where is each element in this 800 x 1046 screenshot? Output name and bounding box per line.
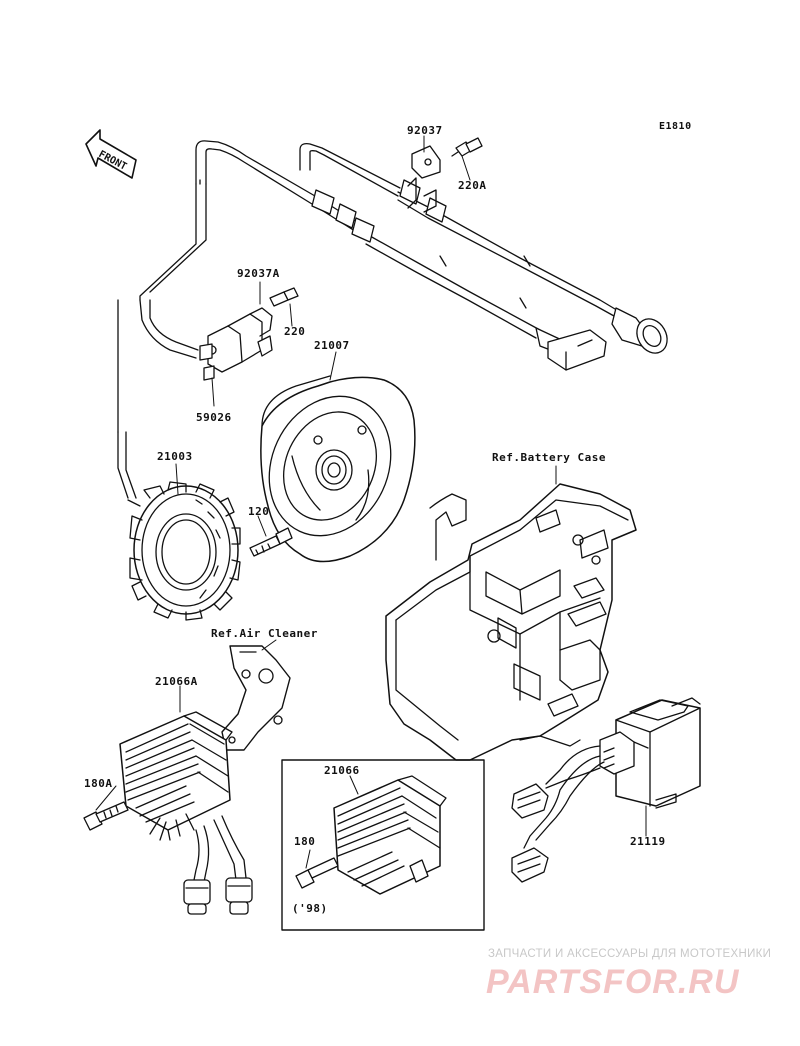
label-220: 220 xyxy=(284,325,306,338)
watermark-logo: PARTSFOR.RU xyxy=(486,963,740,1001)
label-120: 120 xyxy=(248,505,270,518)
leader-lines xyxy=(95,135,647,869)
regulator-21066A-leads xyxy=(183,815,253,915)
regulator-wiring xyxy=(511,745,605,883)
bolt-220 xyxy=(269,287,299,307)
coupler-connector xyxy=(535,327,607,371)
label-180A: 180A xyxy=(84,777,113,790)
label-59026: 59026 xyxy=(196,411,232,424)
label-21066: 21066 xyxy=(324,764,360,777)
label-98: ('98) xyxy=(292,902,328,915)
clamp-92037A xyxy=(199,307,273,381)
label-21066A: 21066A xyxy=(155,675,198,688)
label-220A: 220A xyxy=(458,179,487,192)
air-cleaner-bracket xyxy=(221,645,291,751)
label-92037A: 92037A xyxy=(237,267,280,280)
bolt-180A xyxy=(83,801,129,831)
bolt-120 xyxy=(249,527,293,557)
variant-98-inset xyxy=(281,759,485,931)
label-ref-air-cleaner: Ref.Air Cleaner xyxy=(211,627,318,640)
regulator-21066A xyxy=(119,711,233,841)
label-21003: 21003 xyxy=(157,450,193,463)
diagram-code: E1810 xyxy=(659,121,692,132)
regulator-21119 xyxy=(599,697,701,809)
wire-harness xyxy=(195,140,621,339)
stator-21003 xyxy=(127,481,241,621)
bolt-220A xyxy=(451,137,483,157)
round-connector xyxy=(611,307,668,354)
label-21007: 21007 xyxy=(314,339,350,352)
label-92037: 92037 xyxy=(407,124,443,137)
stator-lead xyxy=(117,179,207,499)
watermark-caption: ЗАПЧАСТИ И АКСЕССУАРЫ ДЛЯ МОТОТЕХНИКИ xyxy=(488,948,772,960)
label-180: 180 xyxy=(294,835,316,848)
label-21119: 21119 xyxy=(630,835,666,848)
label-ref-battery-case: Ref.Battery Case xyxy=(492,451,606,464)
rotor-21007 xyxy=(260,375,416,563)
clamp-92037 xyxy=(407,145,441,213)
front-arrow-icon: FRONT xyxy=(85,129,137,179)
battery-case xyxy=(385,483,637,761)
